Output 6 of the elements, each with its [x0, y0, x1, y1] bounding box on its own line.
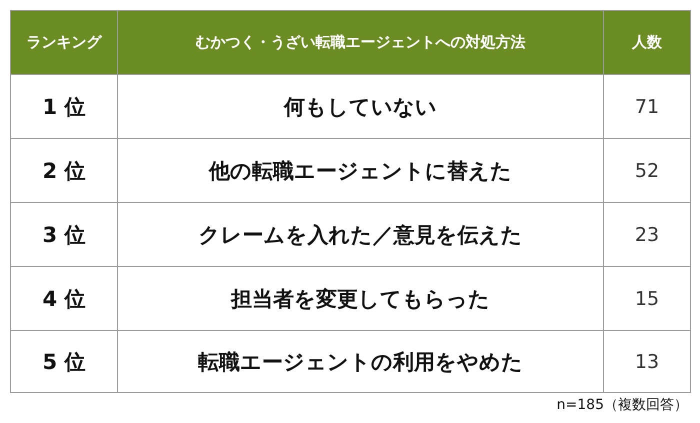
- rank-cell: 5 位: [10, 330, 118, 393]
- count-cell: 13: [603, 330, 691, 393]
- header-cell: むかつく・うざい転職エージェントへの対処方法: [117, 10, 604, 75]
- caption: n=185（複数回答）: [556, 396, 688, 414]
- header-cell: ランキング: [10, 10, 118, 75]
- header-cell: 人数: [603, 10, 691, 75]
